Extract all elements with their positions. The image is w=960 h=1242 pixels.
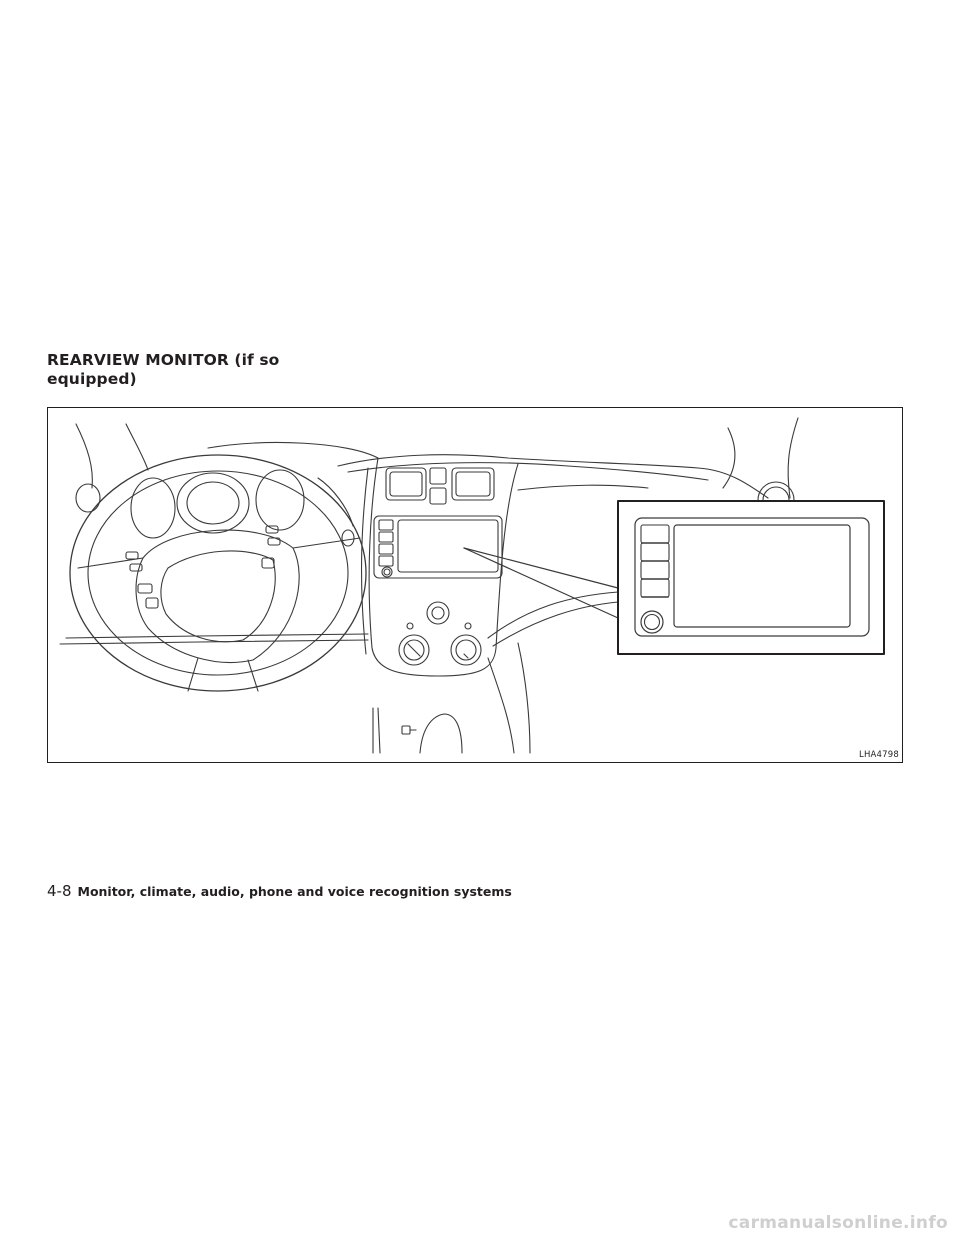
watermark: carmanualsonline.info [728, 1213, 948, 1233]
chapter-title: Monitor, climate, audio, phone and voice… [77, 884, 512, 899]
callout-leader [463, 547, 619, 619]
knob-icon [640, 610, 664, 634]
dashboard-illustration: LHA4798 [47, 407, 903, 763]
page-footer: 4-8 Monitor, climate, audio, phone and vo… [47, 881, 907, 901]
console-buttons [378, 519, 394, 567]
dashboard-outline [197, 417, 799, 754]
center-console [360, 457, 519, 754]
steering-wheel-icon [69, 454, 367, 692]
page-number: 4-8 [47, 882, 72, 900]
display-screen-icon [617, 500, 885, 655]
left-pillar [59, 423, 199, 645]
section-heading: REARVIEW MONITOR (if so equipped) [47, 351, 280, 388]
figure-code: LHA4798 [859, 750, 899, 760]
